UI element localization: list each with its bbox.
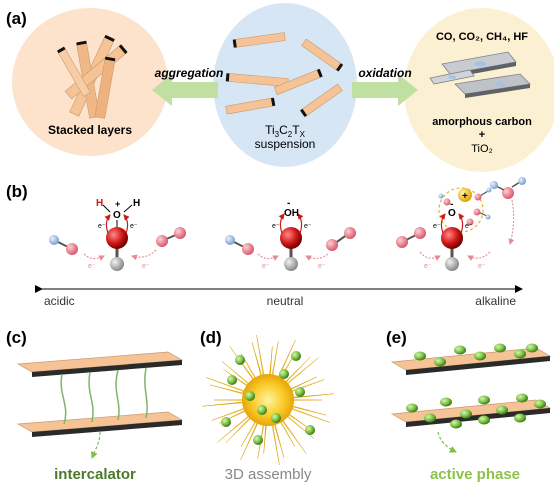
active-particle [440, 397, 452, 407]
flower-particle [227, 375, 237, 385]
flower-particle [257, 405, 267, 415]
alkaline-surface-group [396, 177, 526, 271]
active-particle [450, 419, 462, 429]
h-atom-left: H [96, 198, 103, 209]
axis-acidic: acidic [44, 294, 75, 308]
cation-plus: + [462, 191, 468, 202]
intercalated-sheets [16, 351, 184, 459]
suspension-caption: suspension [255, 137, 316, 151]
active-particle [496, 405, 508, 415]
aggregation-label: aggregation [155, 66, 224, 80]
active-phase-particles [406, 343, 546, 429]
panel-e-label: (e) [386, 328, 407, 347]
oh-group: OH [284, 208, 299, 219]
active-particle [424, 413, 436, 423]
intercalator-caption: intercalator [54, 466, 136, 483]
gas-products: CO, CO₂, CH₄, HF [436, 31, 528, 43]
dispersed-sheets [225, 32, 344, 118]
electron-transfer-labels: e⁻e⁻ e⁻e⁻ e⁻e⁻ [88, 263, 486, 270]
active-particle [460, 409, 472, 419]
oxidation-label: oxidation [358, 66, 411, 80]
panel-c-label: (c) [6, 328, 27, 347]
flower-particle [221, 417, 231, 427]
minus-charge-alkaline: - [450, 199, 453, 210]
plus-sign: + [479, 129, 485, 141]
active-particle [534, 399, 546, 409]
aggregation-arrow [152, 74, 218, 106]
plus-charge: + [115, 199, 120, 209]
active-particle [478, 395, 490, 405]
active-particle [494, 343, 506, 353]
flower-particle [279, 369, 289, 379]
panel-b-label: (b) [6, 182, 28, 201]
minus-charge-neutral: - [287, 198, 290, 209]
tio2-label: TiO₂ [471, 143, 493, 155]
flower-particle [291, 351, 301, 361]
flower-core [242, 374, 294, 426]
axis-neutral: neutral [267, 294, 304, 308]
electron-labels: e⁻e⁻ e⁻e⁻ e⁻e⁻ [98, 223, 473, 230]
flower-particle [253, 435, 263, 445]
flower-particle [271, 413, 281, 423]
oxidation-arrow [352, 74, 418, 106]
stacked-layers-caption: Stacked layers [48, 123, 132, 137]
active-particle [474, 351, 486, 361]
panel-a-label: (a) [6, 9, 27, 28]
flower-assembly [202, 334, 334, 466]
assembly-caption: 3D assembly [225, 466, 312, 483]
active-particle [514, 349, 526, 359]
flower-particle [305, 425, 315, 435]
o-atom-alkaline: O [448, 208, 456, 219]
active-particle [514, 413, 526, 423]
active-particle [454, 345, 466, 355]
flower-particle [235, 355, 245, 365]
active-particle [406, 403, 418, 413]
oxidized-sheets [429, 51, 531, 98]
acidic-surface-group [49, 204, 186, 271]
active-phase-caption: active phase [430, 466, 520, 483]
decorated-sheets [390, 347, 552, 453]
amorphous-carbon-label: amorphous carbon [432, 116, 532, 128]
active-particle [414, 351, 426, 361]
active-particle [516, 393, 528, 403]
axis-alkaline: alkaline [475, 294, 516, 308]
flower-particle [245, 391, 255, 401]
o-atom-acidic: O [113, 210, 121, 221]
active-particle [478, 415, 490, 425]
flower-particle [295, 387, 305, 397]
neutral-surface-group [225, 213, 356, 271]
active-particle [526, 343, 538, 353]
stacked-sheets [57, 34, 128, 119]
panel-d-label: (d) [200, 328, 222, 347]
active-particle [434, 357, 446, 367]
h-atom-right: H [133, 198, 140, 209]
